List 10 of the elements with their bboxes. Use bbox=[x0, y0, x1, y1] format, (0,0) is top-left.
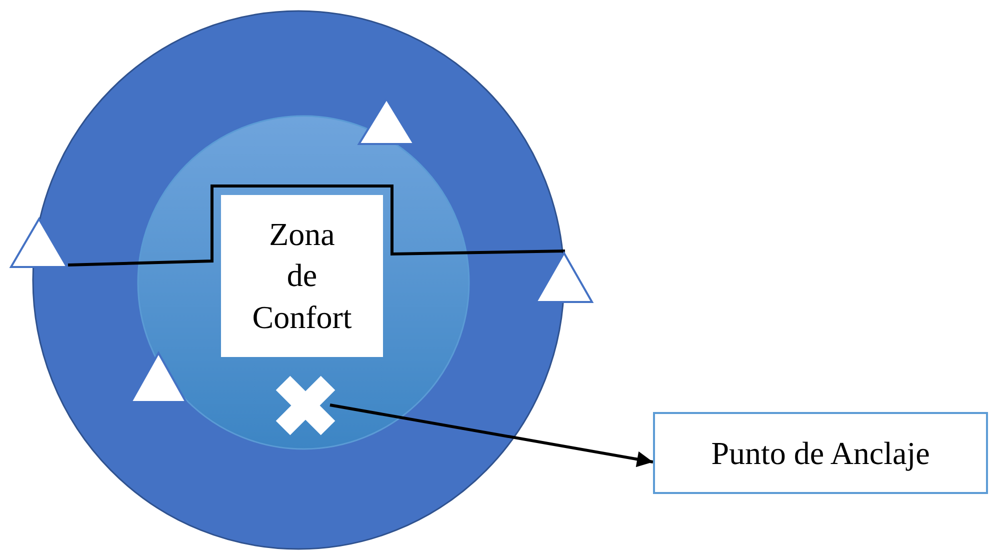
triangle-marker bbox=[10, 218, 68, 268]
anchor-label-box: Punto de Anclaje bbox=[653, 412, 988, 494]
triangle-marker bbox=[358, 98, 415, 145]
inner-zone-disc bbox=[137, 115, 470, 450]
arrow bbox=[330, 404, 654, 468]
triangle-marker bbox=[130, 352, 187, 403]
zone-label-box: Zona de Confort bbox=[221, 195, 383, 357]
triangle-marker bbox=[535, 252, 593, 303]
outer-zone-disc bbox=[32, 10, 565, 550]
connector-line bbox=[68, 184, 566, 266]
